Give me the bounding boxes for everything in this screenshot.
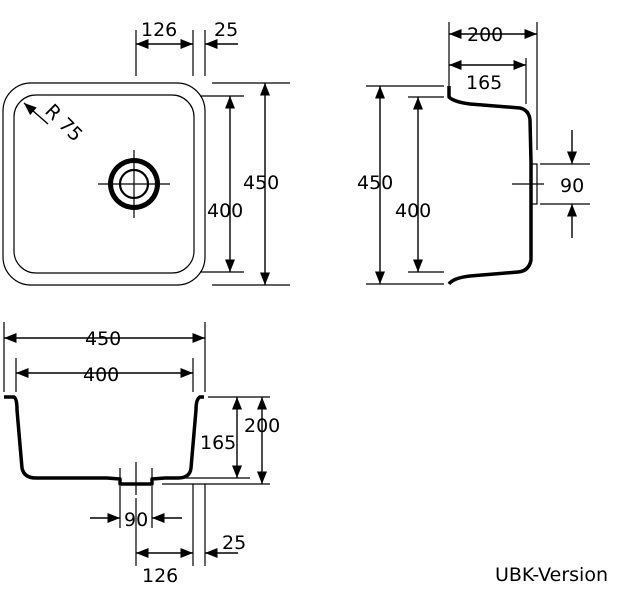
- side-view-body: [447, 86, 533, 286]
- front-dim-126-label: 126: [142, 565, 178, 587]
- version-caption: UBK-Version: [494, 564, 608, 586]
- front-dim-165-label: 165: [200, 432, 236, 454]
- top-view-drain-icon: [98, 150, 170, 218]
- dim-25-label: 25: [214, 19, 238, 41]
- front-view-body: [4, 395, 204, 486]
- front-view: 450 400 165 200 90 126 25: [3, 322, 280, 587]
- front-dim-450-label: 450: [85, 328, 121, 350]
- side-dim-165-label: 165: [466, 72, 502, 94]
- dim-126-label: 126: [141, 19, 177, 41]
- front-dim-25-label: 25: [222, 532, 246, 554]
- top-view-inner-outline: [13, 94, 195, 274]
- dim-400-label: 400: [207, 200, 243, 222]
- side-dim-200-label: 200: [467, 24, 503, 46]
- side-dim-90-label: 90: [560, 175, 584, 197]
- top-view: R 75 126 25 400 450: [2, 19, 290, 286]
- front-dim-400-label: 400: [83, 364, 119, 386]
- side-dim-450-label: 450: [357, 172, 393, 194]
- side-dim-400-label: 400: [395, 200, 431, 222]
- front-dim-90-label: 90: [124, 509, 148, 531]
- top-view-outer-outline: [2, 82, 206, 286]
- side-view: 200 165 450 400 90: [357, 22, 590, 286]
- radius-leader-line: [23, 102, 49, 125]
- dim-450-label: 450: [243, 172, 279, 194]
- front-dim-200-label: 200: [244, 415, 280, 437]
